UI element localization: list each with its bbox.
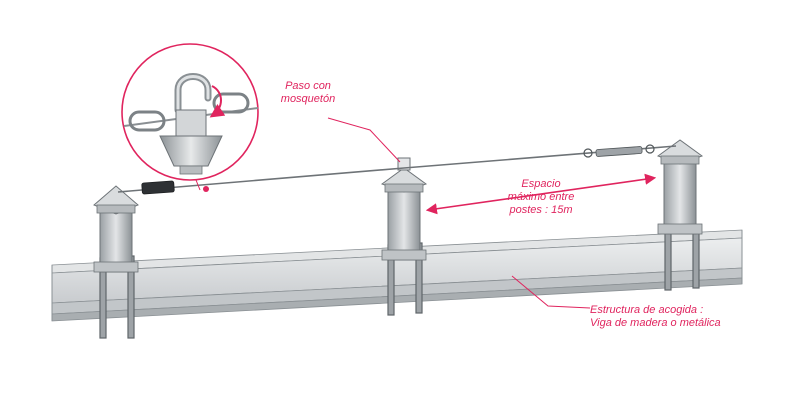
post-middle [380, 157, 428, 261]
magnifier-circle-icon [121, 43, 259, 191]
carabiner-passage-label: Paso con mosquetón [263, 80, 353, 106]
lifeline-cable [117, 144, 677, 195]
post-spacing-line1: Espacio [521, 178, 561, 190]
post-spacing-line3: postes : 15m [509, 204, 573, 216]
support-structure-label: Estructura de acogida : Viga de madera o… [590, 304, 750, 330]
double-headed-arrow-icon [425, 173, 657, 215]
post-right [656, 139, 704, 235]
i-beam [51, 229, 743, 322]
post-left [93, 185, 139, 273]
passage-point-dot [203, 186, 209, 192]
tensioner [595, 146, 643, 157]
support-structure-line1: Estructura de acogida : [590, 304, 704, 316]
post-spacing-line2: máximo entre [507, 191, 575, 203]
energy-absorber [141, 180, 175, 195]
carabiner-passage-line1: Paso con [285, 80, 331, 92]
carabiner-passage-line2: mosquetón [280, 93, 336, 105]
support-structure-line2: Viga de madera o metálica [590, 317, 721, 329]
carabiner-leader-line [327, 117, 401, 163]
post-spacing-label: Espacio máximo entre postes : 15m [496, 178, 586, 217]
structure-leader-line [511, 275, 591, 309]
